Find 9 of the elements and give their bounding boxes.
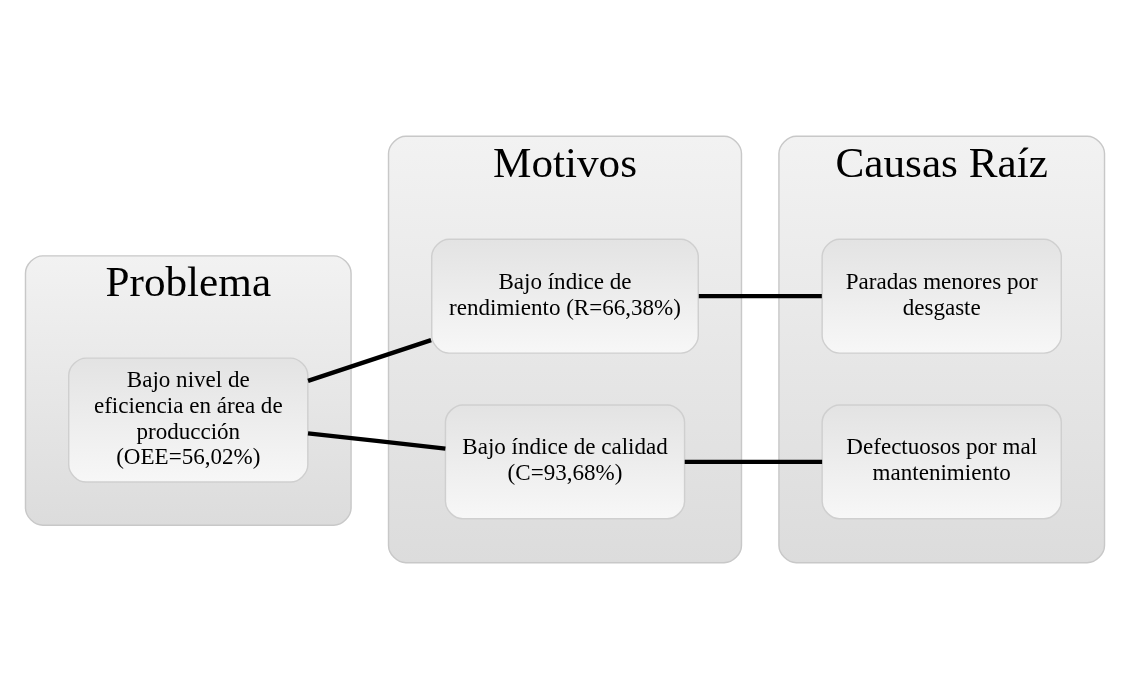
connector (307, 431, 446, 451)
connector (307, 338, 432, 383)
node-box: Bajo índice de calidad (C=93,68%) (444, 404, 686, 520)
node-box: Paradas menores por desgaste (821, 238, 1062, 354)
node-box: Bajo nivel de eficiencia en área de producción (OEE=56,02%) (68, 357, 309, 483)
node-box: Defectuosos por mal mantenimiento (821, 404, 1062, 520)
node-box: Bajo índice de rendimiento (R=66,38%) (431, 238, 699, 354)
connector (698, 294, 822, 299)
connector (684, 459, 823, 465)
